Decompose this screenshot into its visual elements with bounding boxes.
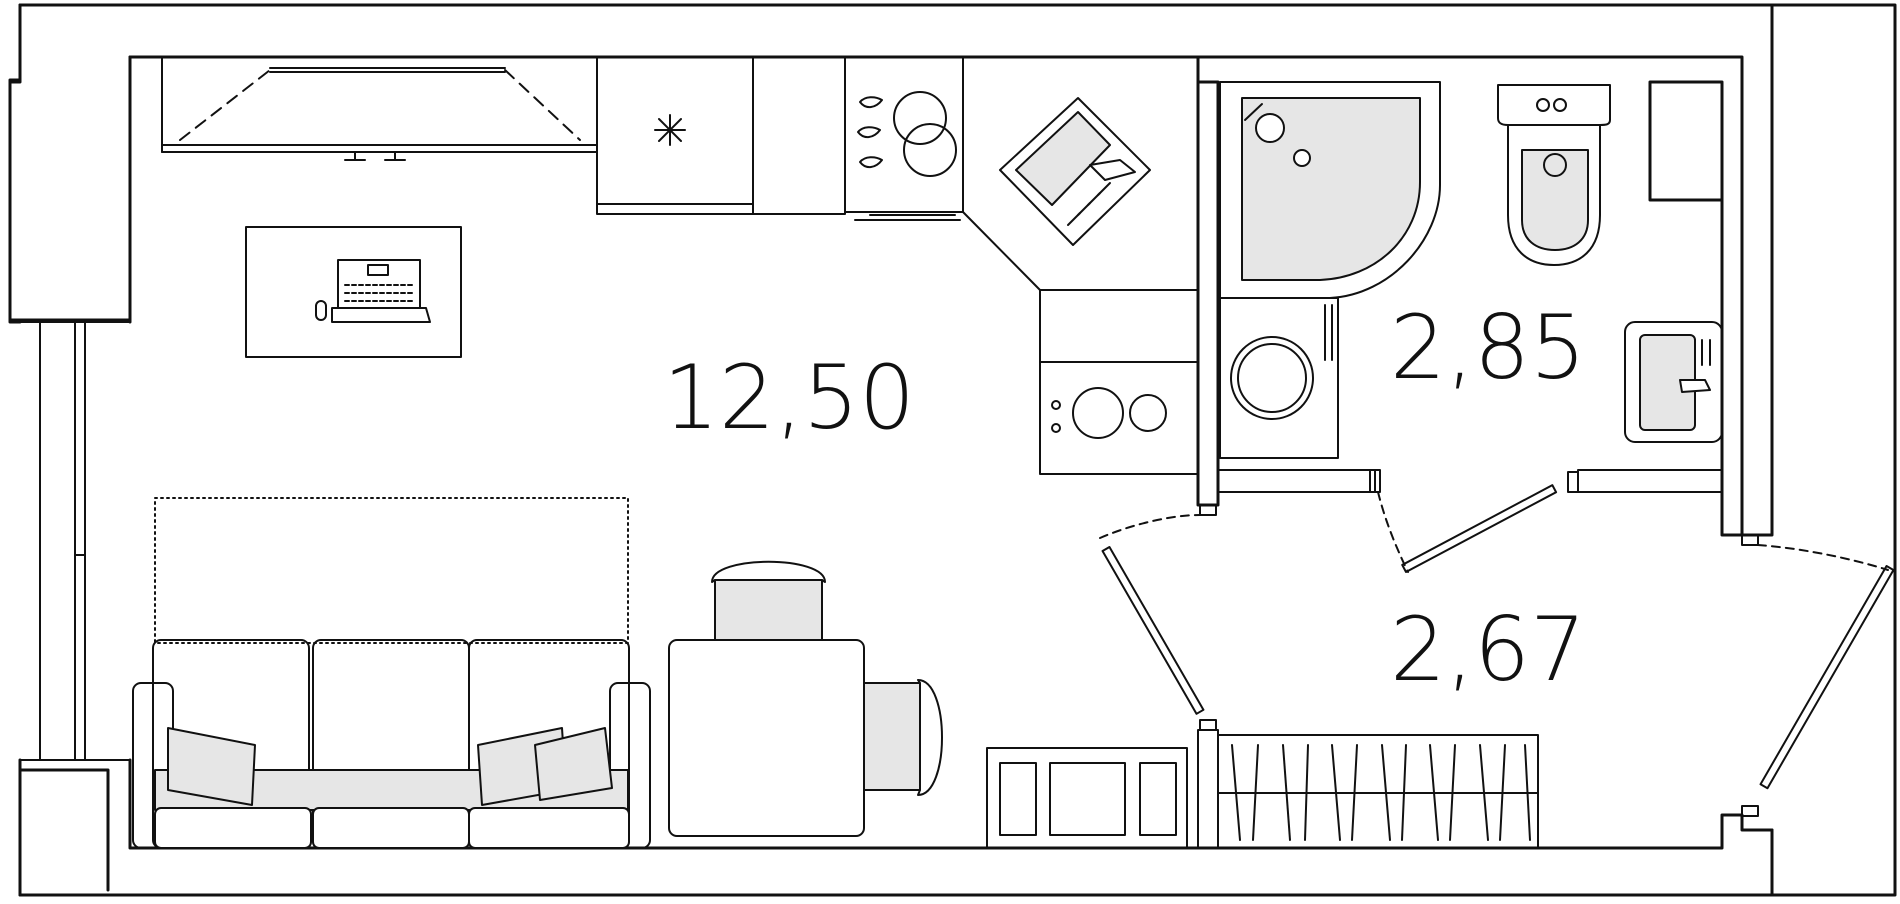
dining-table (668, 639, 865, 837)
cooktop (1039, 289, 1199, 475)
shoe-cabinet (986, 747, 1188, 849)
kitchen-sink (999, 97, 1151, 246)
wall-stub-hallway (1741, 805, 1759, 817)
kitchen (161, 56, 1199, 475)
desk (245, 226, 462, 358)
inner-bottom-wall (128, 758, 1774, 850)
dining-set (668, 560, 943, 837)
area-label-hallway: 2,67 (1390, 598, 1586, 701)
hallway-door-left (1101, 545, 1205, 715)
wall-stub-right (1567, 471, 1579, 493)
fridge (596, 56, 754, 215)
wall-stub-left (1369, 469, 1381, 493)
sofa (132, 497, 651, 849)
wall-stub-bottom (1199, 504, 1217, 516)
washing-machine (1219, 297, 1339, 459)
kitchen-cabinet (752, 56, 846, 215)
chair-top (714, 579, 823, 641)
chair-right-back (917, 679, 943, 796)
bathroom-wall-left (1196, 55, 1220, 507)
hallway-furniture (986, 734, 1539, 849)
laptop-icon (331, 259, 431, 323)
left-window (19, 321, 131, 896)
walls (8, 3, 1897, 897)
hallway-partition (1197, 729, 1219, 849)
partition-cap (1199, 719, 1217, 731)
doors (1099, 484, 1895, 790)
chair-right (863, 682, 921, 791)
bathroom-sink (1624, 321, 1723, 443)
cushion-right-2 (534, 727, 613, 801)
wall-stub-right-bottom (1741, 534, 1759, 546)
cushion-left (167, 727, 256, 806)
bathroom-wall-bottom (1217, 469, 1723, 493)
toilet (1497, 84, 1611, 266)
sofa-bed-extension (154, 497, 629, 644)
area-label-bathroom: 2,85 (1390, 296, 1586, 399)
chair-top-back (711, 560, 826, 583)
area-label-living-room: 12,50 (663, 346, 915, 449)
range-hood (161, 56, 598, 161)
wardrobe (1217, 734, 1539, 849)
bathroom-fixtures (1219, 81, 1723, 459)
entrance-door (1759, 564, 1895, 790)
bathroom-door (1401, 484, 1558, 573)
shower-tray (1241, 97, 1421, 281)
dishwasher (844, 56, 964, 221)
